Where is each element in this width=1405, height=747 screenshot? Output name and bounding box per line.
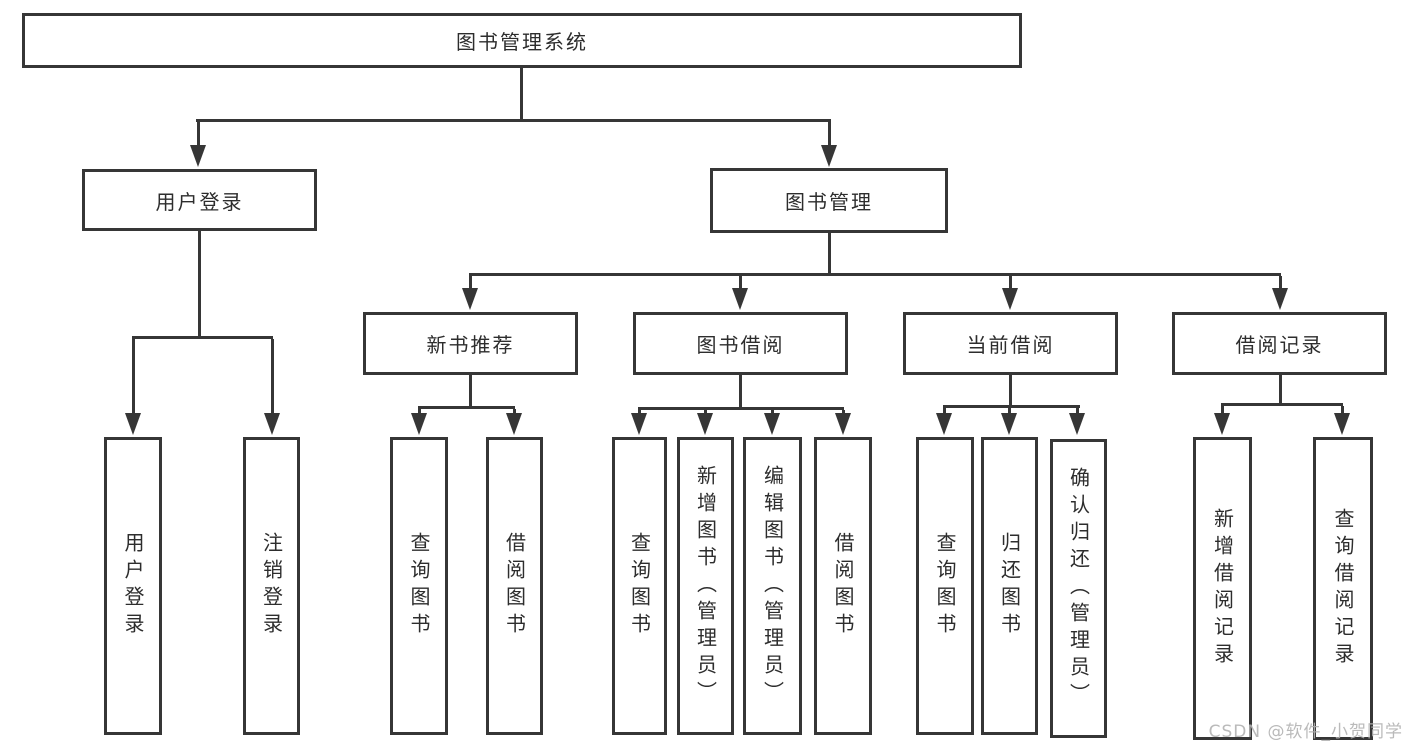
edge-line xyxy=(704,410,707,414)
edge-arrowhead xyxy=(1001,413,1017,435)
edge-arrowhead xyxy=(1002,288,1018,310)
leaf-cb-return-books: 归还图书 xyxy=(981,437,1038,735)
node-label: 注销登录 xyxy=(259,532,284,640)
edge-arrowhead xyxy=(697,413,713,435)
leaf-bb-edit-books-admin: 编辑图书（管理员） xyxy=(743,437,802,735)
edge-line xyxy=(196,119,831,122)
node-label: 查询图书 xyxy=(407,532,431,640)
edge-arrowhead xyxy=(411,413,427,435)
node-label: 借阅图书 xyxy=(831,532,855,640)
edge-arrowhead xyxy=(1334,413,1350,435)
leaf-br-add-record: 新增借阅记录 xyxy=(1193,437,1252,740)
edge-line xyxy=(739,375,742,407)
edge-arrowhead xyxy=(732,288,748,310)
edge-line xyxy=(943,408,946,414)
node-label: 确认归还（管理员） xyxy=(1066,467,1091,710)
edge-line xyxy=(1279,276,1282,289)
leaf-bb-add-books-admin: 新增图书（管理员） xyxy=(677,437,734,735)
node-new-book-recommend: 新书推荐 xyxy=(363,312,578,375)
node-label: 用户登录 xyxy=(155,189,244,214)
node-label: 编辑图书（管理员） xyxy=(760,464,785,708)
edge-line xyxy=(1009,375,1012,405)
edge-line xyxy=(1008,408,1011,414)
node-label: 当前借阅 xyxy=(966,333,1055,357)
node-label: 图书管理 xyxy=(785,190,873,214)
leaf-cb-query-books: 查询图书 xyxy=(916,437,974,735)
node-label: 查询借阅记录 xyxy=(1331,507,1355,670)
edge-line xyxy=(1279,375,1282,403)
node-label: 新书推荐 xyxy=(426,333,515,357)
edge-arrowhead xyxy=(764,413,780,435)
edge-arrowhead xyxy=(125,413,141,435)
leaf-user-login: 用户登录 xyxy=(104,437,162,735)
edge-line xyxy=(418,406,515,409)
edge-line xyxy=(1221,406,1224,414)
edge-arrowhead xyxy=(1069,413,1085,435)
edge-line xyxy=(1341,406,1344,414)
leaf-nb-query-books: 查询图书 xyxy=(390,437,448,735)
node-current-borrow: 当前借阅 xyxy=(903,312,1118,375)
node-label: 新增图书（管理员） xyxy=(693,464,718,708)
edge-line xyxy=(943,405,1080,408)
node-book-management: 图书管理 xyxy=(710,168,948,233)
edge-arrowhead xyxy=(631,413,647,435)
edge-line xyxy=(197,122,200,146)
edge-arrowhead xyxy=(821,145,837,167)
csdn-watermark: CSDN @软件_小贺同学 xyxy=(1208,722,1403,742)
edge-arrowhead xyxy=(190,145,206,167)
edge-arrowhead xyxy=(936,413,952,435)
edge-line xyxy=(828,122,831,146)
leaf-bb-borrow-books: 借阅图书 xyxy=(814,437,872,735)
leaf-nb-borrow-books: 借阅图书 xyxy=(486,437,543,735)
node-label: 归还图书 xyxy=(997,532,1022,640)
edge-line xyxy=(520,68,523,119)
edge-arrowhead xyxy=(506,413,522,435)
edge-arrowhead xyxy=(462,288,478,310)
node-label: 借阅图书 xyxy=(502,532,527,640)
node-library-system: 图书管理系统 xyxy=(22,13,1022,68)
edge-line xyxy=(469,375,472,406)
node-borrow-records: 借阅记录 xyxy=(1172,312,1387,375)
node-label: 借阅记录 xyxy=(1235,333,1324,357)
edge-line xyxy=(132,336,273,339)
leaf-cb-confirm-return-admin: 确认归还（管理员） xyxy=(1050,439,1107,738)
edge-line xyxy=(198,231,201,336)
leaf-bb-query-books: 查询图书 xyxy=(612,437,667,735)
edge-line xyxy=(513,409,516,414)
edge-line xyxy=(132,339,135,414)
edge-arrowhead xyxy=(1272,288,1288,310)
leaf-logout: 注销登录 xyxy=(243,437,300,735)
node-label: 查询图书 xyxy=(627,532,652,640)
edge-line xyxy=(828,233,831,273)
edge-line xyxy=(418,409,421,414)
leaf-br-query-record: 查询借阅记录 xyxy=(1313,437,1373,740)
edge-line xyxy=(739,276,742,289)
node-label: 图书管理系统 xyxy=(456,30,588,54)
edge-line xyxy=(771,410,774,414)
edge-line xyxy=(1076,408,1079,414)
edge-arrowhead xyxy=(1214,413,1230,435)
edge-line xyxy=(1221,403,1343,406)
edge-line xyxy=(271,339,274,414)
node-user-login: 用户登录 xyxy=(82,169,317,231)
edge-line xyxy=(638,407,844,410)
edge-line xyxy=(469,276,472,289)
node-label: 新增借阅记录 xyxy=(1210,507,1235,670)
edge-arrowhead xyxy=(264,413,280,435)
node-label: 图书借阅 xyxy=(696,333,785,357)
edge-line xyxy=(638,410,641,414)
edge-line xyxy=(842,410,845,414)
node-label: 查询图书 xyxy=(933,532,957,640)
node-label: 用户登录 xyxy=(121,532,145,640)
edge-line xyxy=(469,273,1281,276)
node-book-borrow: 图书借阅 xyxy=(633,312,848,375)
edge-line xyxy=(1009,276,1012,289)
edge-arrowhead xyxy=(835,413,851,435)
